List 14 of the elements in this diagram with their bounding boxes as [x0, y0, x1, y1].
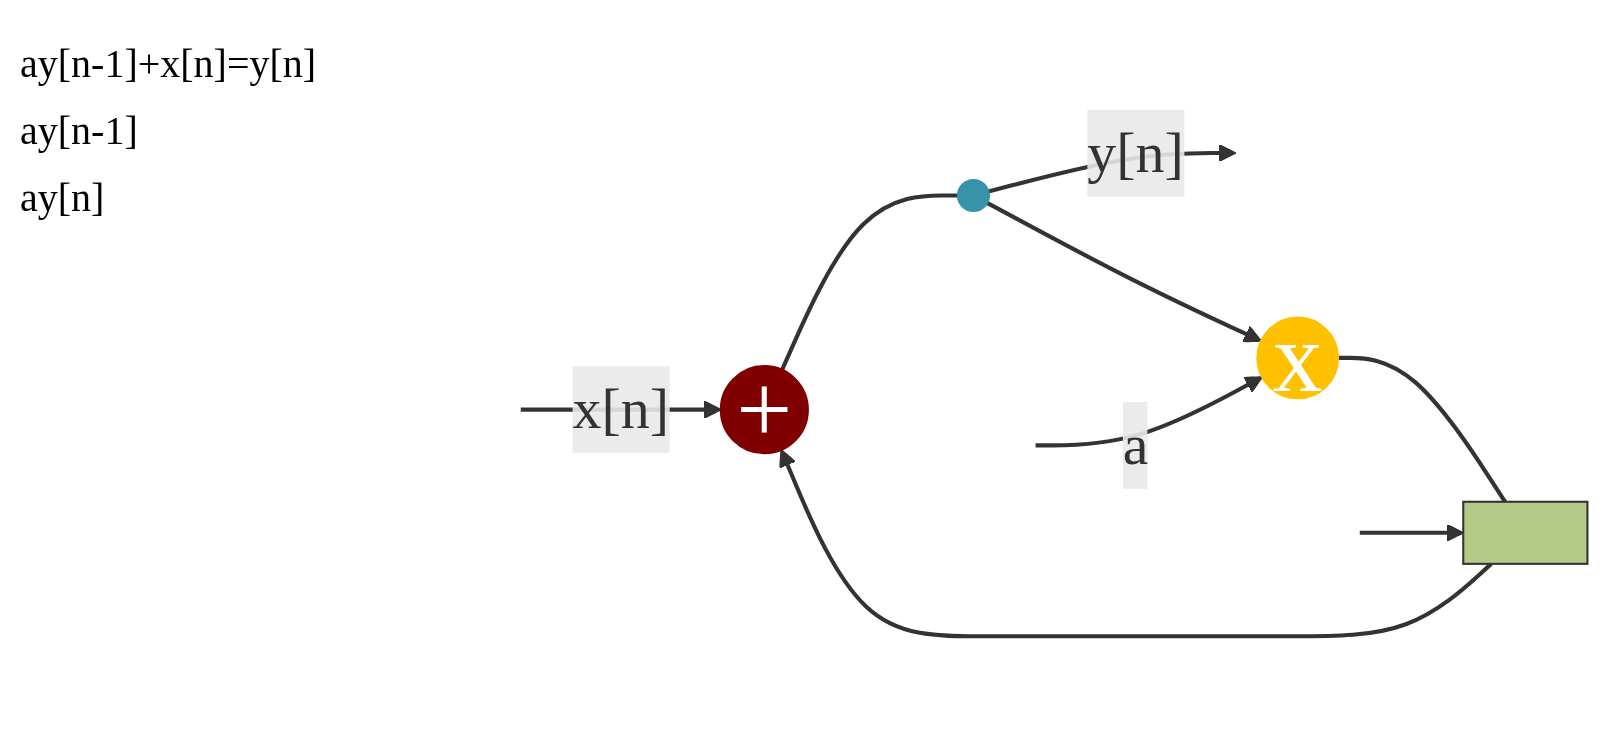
edge-label: y[n] — [1087, 119, 1184, 185]
node-box — [1462, 500, 1589, 565]
node-circle: x — [1256, 316, 1340, 400]
signal-label: ay[n-1] — [20, 107, 139, 154]
arrow — [986, 201, 1262, 343]
signal-label: ay[n] — [20, 174, 106, 221]
connector — [780, 193, 958, 371]
arrow — [1035, 376, 1263, 448]
arrow — [779, 449, 1493, 639]
edge-label: a — [1122, 412, 1149, 477]
signal-label: ay[n-1]+x[n]=y[n] — [20, 40, 318, 87]
node-circle — [956, 178, 990, 213]
node-circle: + — [719, 365, 809, 455]
edge-label: x[n] — [572, 376, 670, 441]
